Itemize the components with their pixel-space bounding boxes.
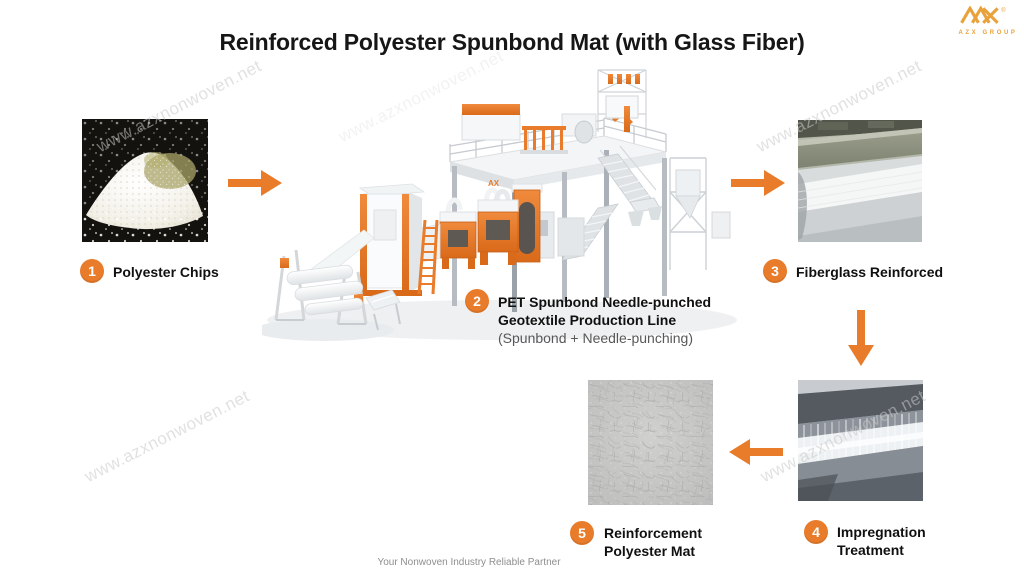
step-label-3: Fiberglass Reinforced	[796, 264, 944, 280]
spinning-tower	[597, 69, 647, 138]
production-line-illustration: AX	[262, 69, 737, 341]
arrow-right-icon	[228, 170, 282, 196]
step-label-1: Polyester Chips	[113, 264, 219, 280]
access-ladder	[417, 219, 439, 295]
step-number: 4	[812, 524, 820, 540]
cyclone-unit	[628, 157, 731, 270]
arrow-right-icon	[731, 170, 785, 196]
logo-group-text: AZX GROUP	[958, 30, 1018, 36]
arrow-down-icon	[848, 310, 874, 366]
step-number: 2	[473, 293, 481, 309]
step-badge-3: 3	[763, 259, 787, 283]
step-number: 1	[88, 263, 96, 279]
machine-brand-mark: AX	[488, 179, 500, 188]
arrow-left-icon	[729, 439, 783, 465]
page-title: Reinforced Polyester Spunbond Mat (with …	[219, 29, 805, 55]
rooftop-equipment	[461, 104, 597, 154]
winder-machine	[274, 249, 401, 331]
watermark: www.azxnonwoven.net	[81, 386, 253, 487]
impregnation-roller-photo	[798, 380, 923, 501]
step-number: 5	[578, 525, 586, 541]
spunbond-forming-box	[358, 183, 439, 296]
needle-loom-units	[411, 183, 543, 269]
step-badge-1: 1	[80, 259, 104, 283]
footer-tagline: Your Nonwoven Industry Reliable Partner	[377, 557, 561, 568]
step-label-4: Impregnation Treatment	[837, 524, 926, 558]
company-logo: ® AZX GROUP	[953, 5, 1023, 36]
step-badge-4: 4	[804, 520, 828, 544]
step-badge-2: 2	[465, 289, 489, 313]
step-label-2: PET Spunbond Needle-punched Geotextile P…	[498, 294, 712, 346]
fiberglass-roll-photo	[798, 120, 922, 242]
azx-logo-icon: ®	[960, 5, 1006, 24]
reinforced-mat-photo	[588, 380, 713, 505]
step-number: 3	[771, 263, 779, 279]
step-badge-5: 5	[570, 521, 594, 545]
step-label-5: Reinforcement Polyester Mat	[604, 525, 703, 559]
registered-mark: ®	[1001, 7, 1006, 14]
polyester-chips-photo	[82, 119, 208, 242]
